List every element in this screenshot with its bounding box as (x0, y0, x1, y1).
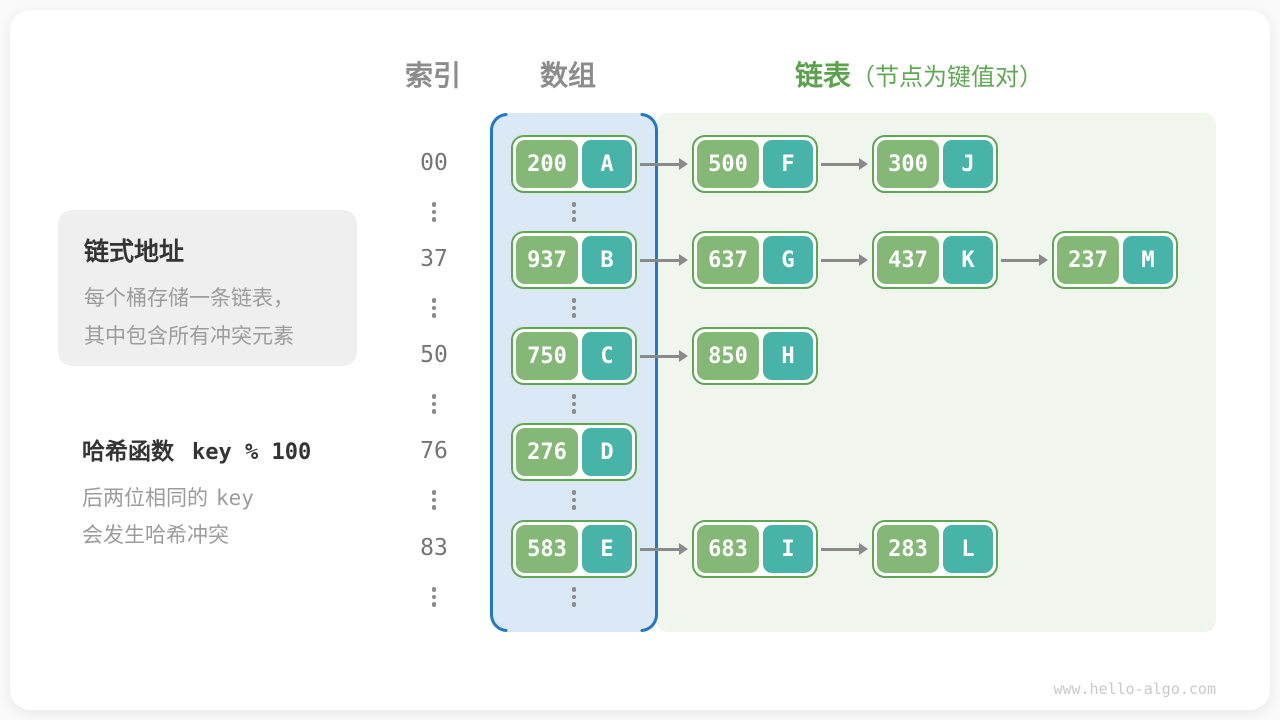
pair-value: M (1123, 236, 1173, 284)
pair-value: I (763, 525, 813, 573)
hash-function-formula: key % 100 (192, 440, 312, 465)
next-pointer-arrow (821, 157, 868, 170)
column-header-array: 数组 (540, 60, 597, 91)
info-box-title: 链式地址 (84, 238, 185, 266)
hash-function-label: 哈希函数 (82, 438, 174, 464)
bucket-index-label: 00 (420, 150, 448, 176)
info-box-line-2: 其中包含所有冲突元素 (84, 325, 294, 348)
pair-value: F (763, 140, 813, 188)
index-ellipsis-dots (431, 202, 436, 222)
hash-function-note: 哈希函数 key % 100 后两位相同的 key 会发生哈希冲突 (82, 432, 311, 554)
bucket-index-label: 83 (420, 535, 448, 561)
pair-key: 937 (516, 236, 578, 284)
pair-value: D (582, 428, 632, 476)
array-ellipsis-dots (571, 490, 576, 510)
hash-desc-line-1: 后两位相同的 key (82, 480, 311, 517)
array-ellipsis-dots (571, 394, 576, 414)
next-pointer-arrow (821, 253, 868, 266)
pair-key: 276 (516, 428, 578, 476)
info-box-chaining: 链式地址 每个桶存储一条链表， 其中包含所有冲突元素 (58, 210, 357, 366)
site-footer: www.hello-algo.com (1053, 680, 1216, 698)
pair-value: C (582, 332, 632, 380)
column-header-list-wrap: 链表（节点为键值对） (795, 54, 1043, 94)
pair-key: 850 (697, 332, 759, 380)
index-ellipsis-dots (431, 587, 436, 607)
pair-value: L (943, 525, 993, 573)
pair-key: 683 (697, 525, 759, 573)
next-pointer-arrow (1001, 253, 1048, 266)
column-header-index: 索引 (405, 60, 462, 91)
pair-value: K (943, 236, 993, 284)
pair-key: 437 (877, 236, 939, 284)
hash-desc-prefix: 后两位相同的 (82, 487, 208, 510)
next-pointer-arrow (640, 253, 688, 266)
info-box-line-1: 每个桶存储一条链表， (84, 287, 294, 310)
next-pointer-arrow (640, 157, 688, 170)
array-ellipsis-dots (571, 202, 576, 222)
bucket-index-label: 50 (420, 342, 448, 368)
column-header-list: 链表 (795, 60, 852, 91)
pair-key: 237 (1057, 236, 1119, 284)
index-ellipsis-dots (431, 298, 436, 318)
pair-value: J (943, 140, 993, 188)
pair-value: H (763, 332, 813, 380)
hash-desc-key-code: key (216, 486, 254, 510)
pair-value: E (582, 525, 632, 573)
index-ellipsis-dots (431, 490, 436, 510)
array-ellipsis-dots (571, 587, 576, 607)
column-header-list-note: （节点为键值对） (851, 64, 1044, 91)
pair-key: 200 (516, 140, 578, 188)
pair-key: 750 (516, 332, 578, 380)
hash-desc-line-2: 会发生哈希冲突 (82, 524, 229, 547)
next-pointer-arrow (640, 349, 688, 362)
next-pointer-arrow (640, 542, 688, 555)
pair-value: A (582, 140, 632, 188)
array-ellipsis-dots (571, 298, 576, 318)
pair-key: 500 (697, 140, 759, 188)
pair-value: B (582, 236, 632, 284)
bucket-index-label: 76 (420, 438, 448, 464)
hash-function-title: 哈希函数 key % 100 (82, 432, 311, 466)
pair-key: 637 (697, 236, 759, 284)
pair-value: G (763, 236, 813, 284)
next-pointer-arrow (821, 542, 868, 555)
pair-key: 300 (877, 140, 939, 188)
pair-key: 283 (877, 525, 939, 573)
bucket-index-label: 37 (420, 246, 448, 272)
pair-key: 583 (516, 525, 578, 573)
index-ellipsis-dots (431, 394, 436, 414)
